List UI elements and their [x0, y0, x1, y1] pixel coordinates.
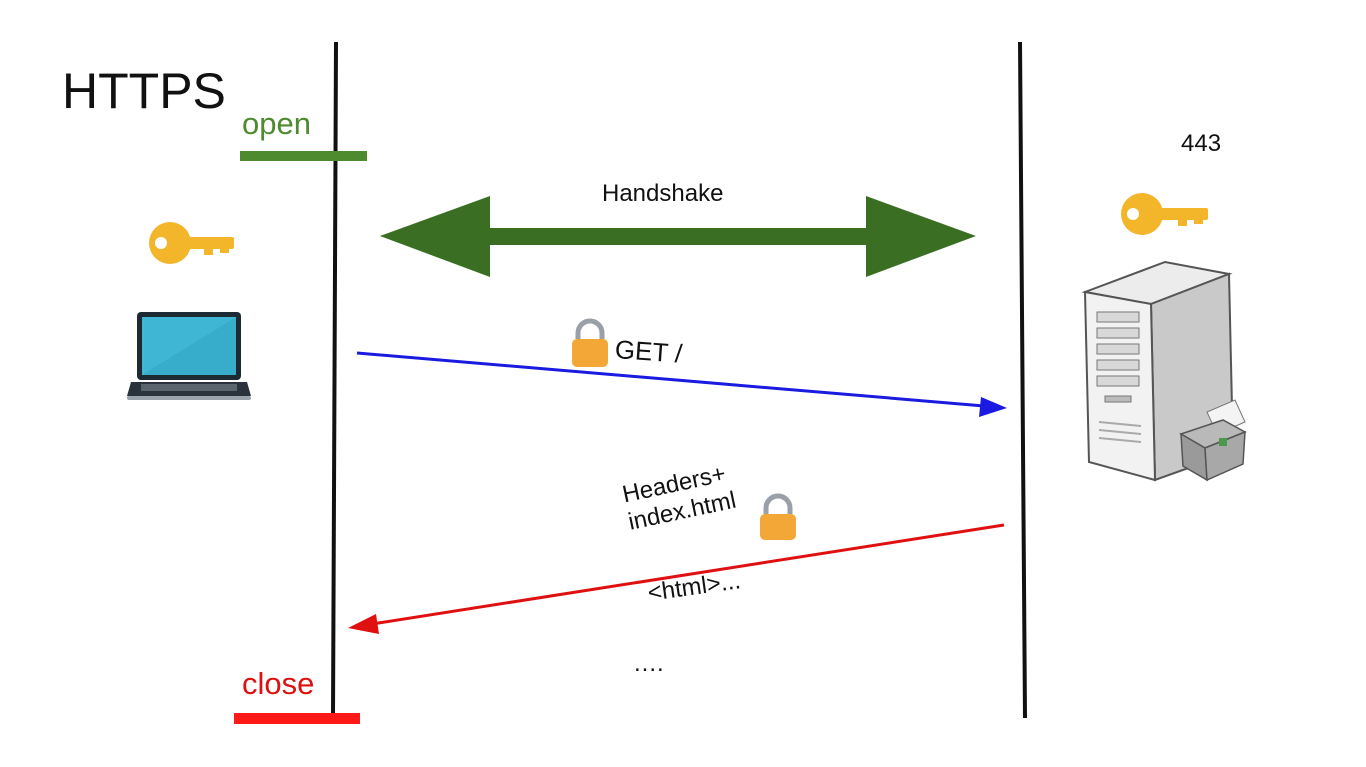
- handshake-arrow: [380, 196, 976, 277]
- more-messages-label: ....: [634, 650, 665, 677]
- client-lifeline: [331, 41, 338, 717]
- open-label: open: [242, 106, 311, 141]
- close-label: close: [242, 666, 315, 701]
- key-icon: [149, 222, 234, 264]
- request-label: GET /: [613, 334, 684, 369]
- handshake-label: Handshake: [602, 180, 724, 207]
- server-icon: [1081, 260, 1247, 482]
- server-lifeline: [1018, 41, 1027, 719]
- close-bar: [234, 713, 360, 724]
- key-icon: [1121, 193, 1208, 235]
- diagram-title: HTTPS: [62, 63, 226, 119]
- request-arrow: [356, 351, 1007, 417]
- open-bar: [240, 151, 367, 161]
- lock-icon: [760, 493, 796, 540]
- response-arrow: [348, 523, 1005, 634]
- laptop-icon: [127, 312, 251, 400]
- lock-icon: [572, 318, 608, 367]
- port-label: 443: [1181, 130, 1222, 157]
